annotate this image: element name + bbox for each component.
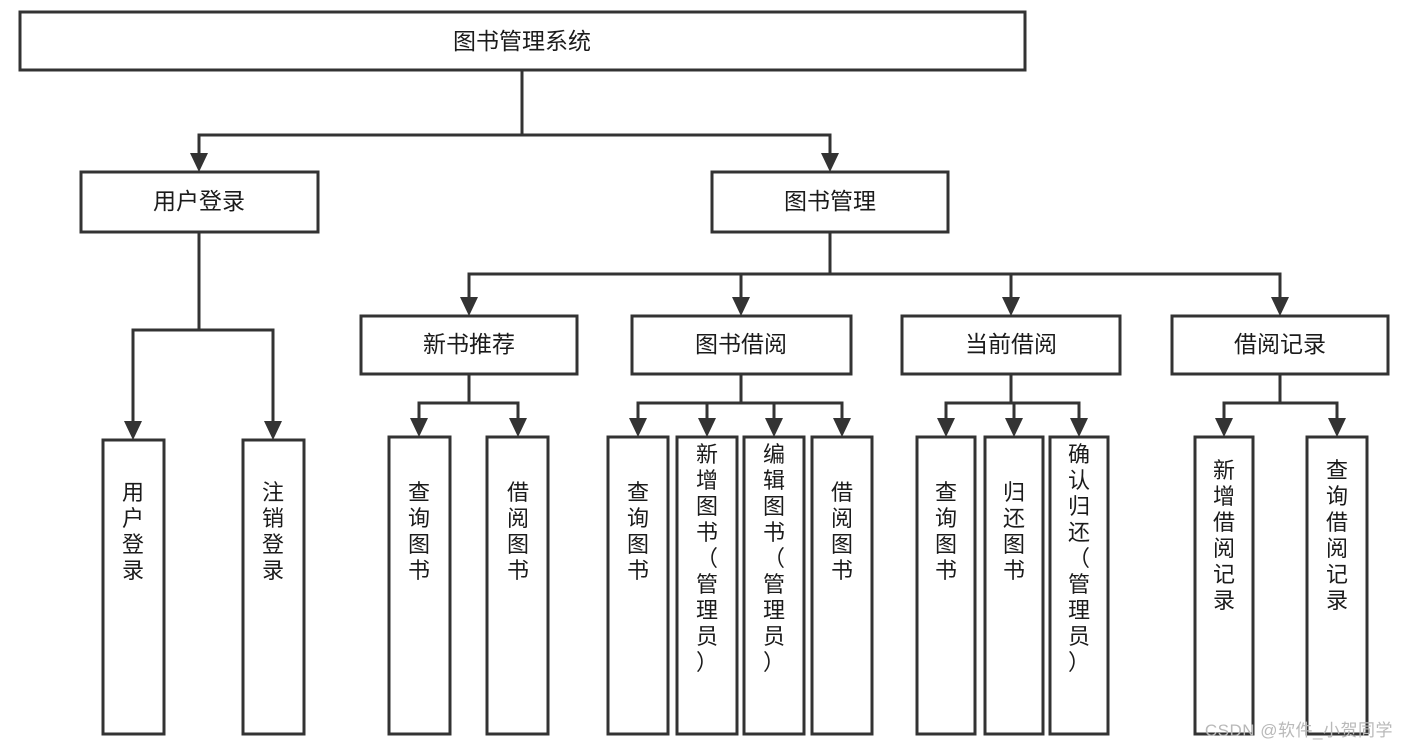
leaf-node-borrow-book-rec[interactable]: 借阅图书 [485,435,550,736]
leaf-query-record-box [1305,435,1369,736]
arrow-icon [821,153,839,172]
node-new-book-rec-label: 新书推荐 [423,331,515,357]
arrow-icon [124,421,142,440]
leaf-confirm-return-box [1048,435,1110,736]
node-current-borrow-label: 当前借阅 [965,331,1057,357]
leaf-query-book-bb-box [606,435,670,736]
node-root[interactable]: 图书管理系统 [18,10,1027,72]
leaf-add-record-box [1193,435,1255,736]
leaf-borrow-book-rec-label: 借阅图书 [507,480,529,583]
leaf-borrow-book-rec-box [485,435,550,736]
connector-root-to-level2 [190,68,839,172]
node-user-login-label: 用户登录 [153,188,245,214]
node-book-borrow-label: 图书借阅 [695,331,787,357]
node-book-manage[interactable]: 图书管理 [710,170,950,234]
leaf-user-logout-box [241,438,306,736]
arrow-icon [937,418,955,437]
connector-current-borrow-to-leaves [937,372,1088,437]
leaf-node-confirm-return[interactable]: 确认归还（管理员） [1048,435,1110,736]
arrow-icon [698,418,716,437]
leaf-return-book-box [983,435,1045,736]
arrow-icon [264,421,282,440]
connector-book-manage-to-level3 [460,230,1289,316]
arrow-icon [1215,418,1233,437]
leaf-user-logout-label: 注销登录 [262,480,284,583]
node-user-login[interactable]: 用户登录 [79,170,320,234]
node-root-box [18,10,1027,72]
leaf-query-book-cb-box [915,435,977,736]
node-new-book-rec-box [359,314,579,376]
leaf-node-user-logout[interactable]: 注销登录 [241,438,306,736]
connector-book-borrow-to-leaves [629,372,851,437]
connector-user-login-to-leaves [124,230,282,440]
arrow-icon [190,153,208,172]
leaf-node-query-record[interactable]: 查询借阅记录 [1305,435,1369,736]
node-borrow-record-box [1170,314,1390,376]
arrow-icon [1002,297,1020,316]
node-borrow-record[interactable]: 借阅记录 [1170,314,1390,376]
arrow-icon [1328,418,1346,437]
arrow-icon [833,418,851,437]
leaf-node-add-record[interactable]: 新增借阅记录 [1193,435,1255,736]
leaf-user-login-box [101,438,166,736]
leaf-query-book-bb-label: 查询图书 [627,480,649,583]
leaf-return-book-label: 归还图书 [1003,480,1025,583]
leaf-add-book-box [675,435,739,736]
leaf-query-book-rec-label: 查询图书 [408,480,430,583]
node-book-borrow[interactable]: 图书借阅 [630,314,853,376]
arrow-icon [509,418,527,437]
leaf-node-borrow-book-bb[interactable]: 借阅图书 [810,435,874,736]
arrow-icon [1070,418,1088,437]
node-current-borrow[interactable]: 当前借阅 [900,314,1122,376]
arrow-icon [629,418,647,437]
node-root-label: 图书管理系统 [453,28,591,54]
node-user-login-box [79,170,320,234]
leaf-edit-book-label: 编辑图书（管理员） [763,442,785,675]
node-borrow-record-label: 借阅记录 [1234,331,1326,357]
node-book-borrow-box [630,314,853,376]
arrow-icon [460,297,478,316]
leaf-edit-book-box [742,435,806,736]
leaf-node-query-book-bb[interactable]: 查询图书 [606,435,670,736]
leaf-query-book-cb-label: 查询图书 [935,480,957,583]
arrow-icon [1005,418,1023,437]
arrow-icon [732,297,750,316]
leaf-node-return-book[interactable]: 归还图书 [983,435,1045,736]
leaf-query-book-rec-box [387,435,452,736]
connector-new-book-rec-to-leaves [410,372,527,437]
leaf-borrow-book-bb-label: 借阅图书 [831,480,853,583]
leaf-confirm-return-label: 确认归还（管理员） [1068,442,1090,675]
leaf-node-query-book-cb[interactable]: 查询图书 [915,435,977,736]
node-new-book-rec[interactable]: 新书推荐 [359,314,579,376]
node-book-manage-label: 图书管理 [784,188,876,214]
leaf-node-edit-book[interactable]: 编辑图书（管理员） [742,435,806,736]
csdn-watermark: CSDN @软件_小贺同学 [1204,721,1393,740]
arrow-icon [765,418,783,437]
leaf-add-book-label: 新增图书（管理员） [696,442,718,675]
leaf-node-user-login[interactable]: 用户登录 [101,438,166,736]
node-current-borrow-box [900,314,1122,376]
node-book-manage-box [710,170,950,234]
leaf-borrow-book-bb-box [810,435,874,736]
leaf-node-add-book[interactable]: 新增图书（管理员） [675,435,739,736]
connector-borrow-record-to-leaves [1215,372,1346,437]
arrow-icon [1271,297,1289,316]
leaf-user-login-label: 用户登录 [122,480,144,583]
leaf-query-record-label: 查询借阅记录 [1326,458,1348,613]
leaf-add-record-label: 新增借阅记录 [1213,458,1235,613]
arrow-icon [410,418,428,437]
leaf-node-query-book-rec[interactable]: 查询图书 [387,435,452,736]
